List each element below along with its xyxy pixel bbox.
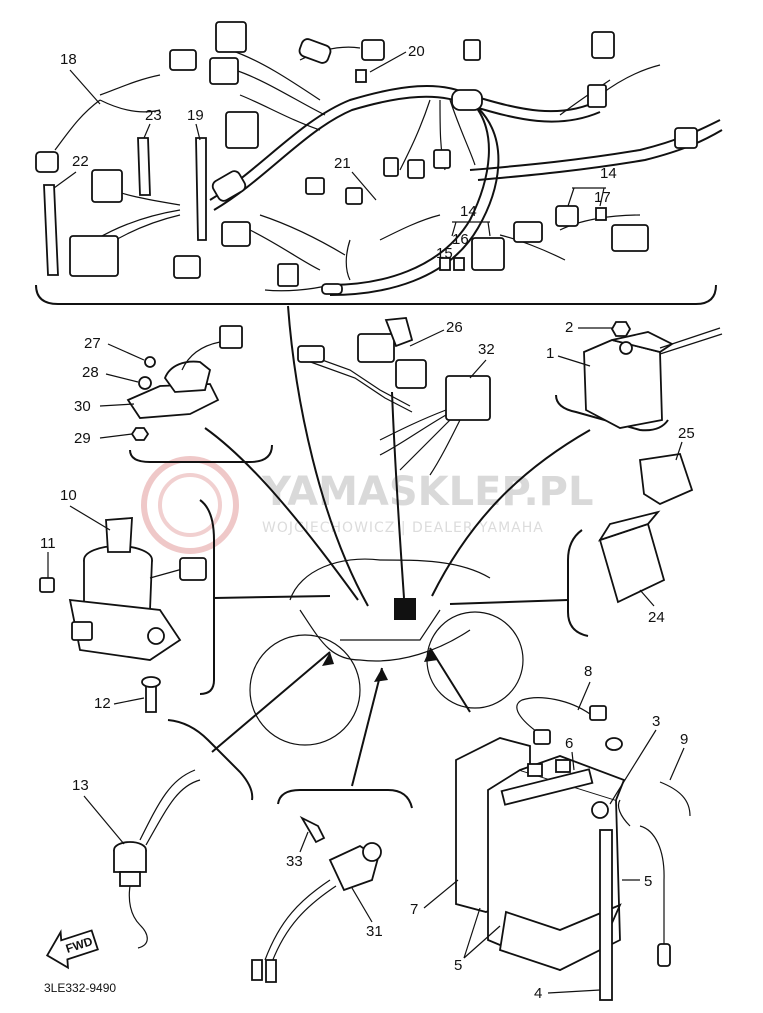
leader-lines xyxy=(204,305,591,787)
callout-5a: 5 xyxy=(644,873,652,890)
callout-22: 22 xyxy=(72,153,89,170)
connector-block xyxy=(215,21,247,53)
relay-unit xyxy=(471,237,505,271)
callout-26: 26 xyxy=(446,319,463,336)
neutral-switch-bracket xyxy=(167,719,254,801)
cable-tie xyxy=(43,184,59,276)
battery-assembly xyxy=(455,697,691,1001)
callout-9: 9 xyxy=(680,731,688,748)
callout-7: 7 xyxy=(410,901,418,918)
callout-28: 28 xyxy=(82,364,99,381)
multi-pin-connector xyxy=(91,169,123,203)
key-icon xyxy=(105,517,133,553)
callout-10: 10 xyxy=(60,487,77,504)
callout-15: 15 xyxy=(436,245,453,262)
center-connector-group xyxy=(297,317,491,476)
callout-11: 11 xyxy=(40,535,56,552)
flasher-relay xyxy=(639,452,694,506)
callout-31: 31 xyxy=(366,923,383,940)
callout-25: 25 xyxy=(678,425,695,442)
regulator-unit xyxy=(597,510,666,604)
callout-8: 8 xyxy=(584,663,592,680)
motorcycle-outline xyxy=(249,558,524,746)
callout-30: 30 xyxy=(74,398,91,415)
callouts: 18 23 19 22 20 21 14 16 15 14 17 27 28 3… xyxy=(40,43,695,1002)
callout-3: 3 xyxy=(652,713,660,730)
relay-block xyxy=(445,375,491,421)
sensor-bracket-assembly xyxy=(126,325,243,441)
callout-21: 21 xyxy=(334,155,351,172)
callout-14b: 14 xyxy=(600,165,617,182)
watermark-logo xyxy=(141,456,239,554)
vent-hose xyxy=(599,829,613,1001)
switch-group-bracket xyxy=(199,499,215,695)
callout-32: 32 xyxy=(478,341,495,358)
speed-sensor-assembly xyxy=(251,815,382,983)
harness-connectors xyxy=(35,21,698,295)
harness-group-bracket xyxy=(35,284,717,305)
watermark: YAMASKLEP.PL WOJCIECHOWICZ | DEALER YAMA… xyxy=(141,456,593,554)
callout-2: 2 xyxy=(565,319,573,336)
forward-arrow-icon: FWD xyxy=(45,929,99,970)
bracket-group-outline xyxy=(129,444,273,463)
callout-29: 29 xyxy=(74,430,91,447)
neutral-switch xyxy=(113,769,201,949)
callout-4: 4 xyxy=(534,985,542,1002)
callout-12: 12 xyxy=(94,695,111,712)
callout-33: 33 xyxy=(286,853,303,870)
callout-13: 13 xyxy=(72,777,89,794)
watermark-brand: YAMASKLEP.PL xyxy=(261,469,593,515)
callout-16: 16 xyxy=(452,231,469,248)
callout-24: 24 xyxy=(648,609,665,626)
cable-band xyxy=(195,137,207,241)
cable-tie xyxy=(137,137,151,196)
diagram-part-code: 3LE332-9490 xyxy=(44,981,116,995)
callout-27: 27 xyxy=(84,335,101,352)
ignition-coil-assembly xyxy=(583,321,723,506)
callout-14a: 14 xyxy=(460,203,477,220)
callout-6: 6 xyxy=(565,735,573,752)
callout-20: 20 xyxy=(408,43,425,60)
callout-19: 19 xyxy=(187,107,204,124)
callout-18: 18 xyxy=(60,51,77,68)
callout-5b: 5 xyxy=(454,957,462,974)
sensor-group-bracket xyxy=(277,789,413,809)
regulator-group-bracket xyxy=(567,529,589,637)
main-switch-assembly xyxy=(39,517,207,713)
cdi-unit xyxy=(394,598,416,620)
callout-1: 1 xyxy=(546,345,554,362)
callout-23: 23 xyxy=(145,107,162,124)
callout-17: 17 xyxy=(594,189,611,206)
battery-band xyxy=(500,768,594,806)
